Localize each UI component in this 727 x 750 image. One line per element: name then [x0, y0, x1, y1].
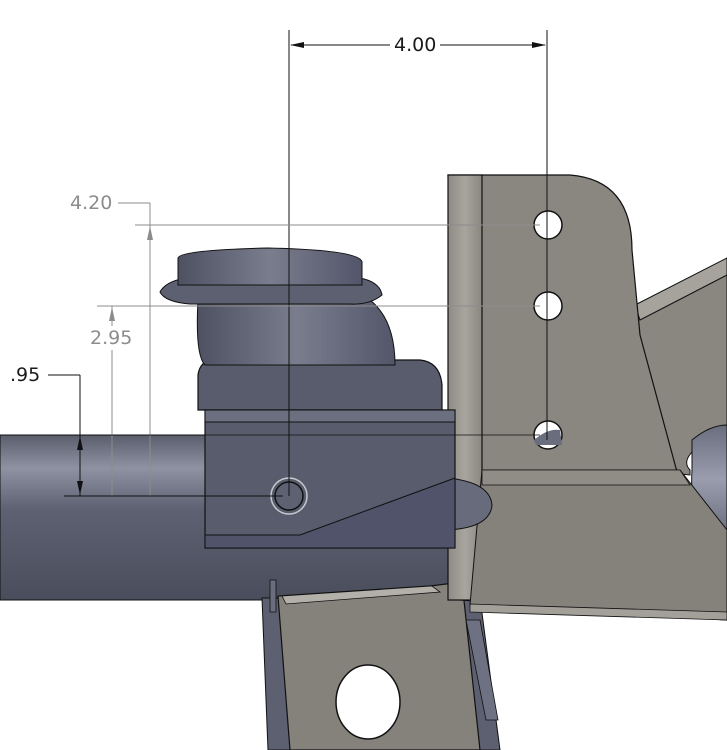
lower-link-bracket — [261, 579, 501, 750]
axle-bracket — [197, 359, 456, 549]
bump-stop — [159, 247, 396, 366]
lower-link-hole — [335, 664, 401, 740]
dimension-label-0-95: .95 — [8, 364, 43, 386]
dimension-label-4-00: 4.00 — [392, 34, 439, 56]
dimension-lines — [48, 30, 548, 497]
dimension-label-2-95: 2.95 — [88, 327, 135, 349]
dimension-label-4-20: 4.20 — [68, 192, 115, 214]
frame-mount — [446, 174, 727, 621]
